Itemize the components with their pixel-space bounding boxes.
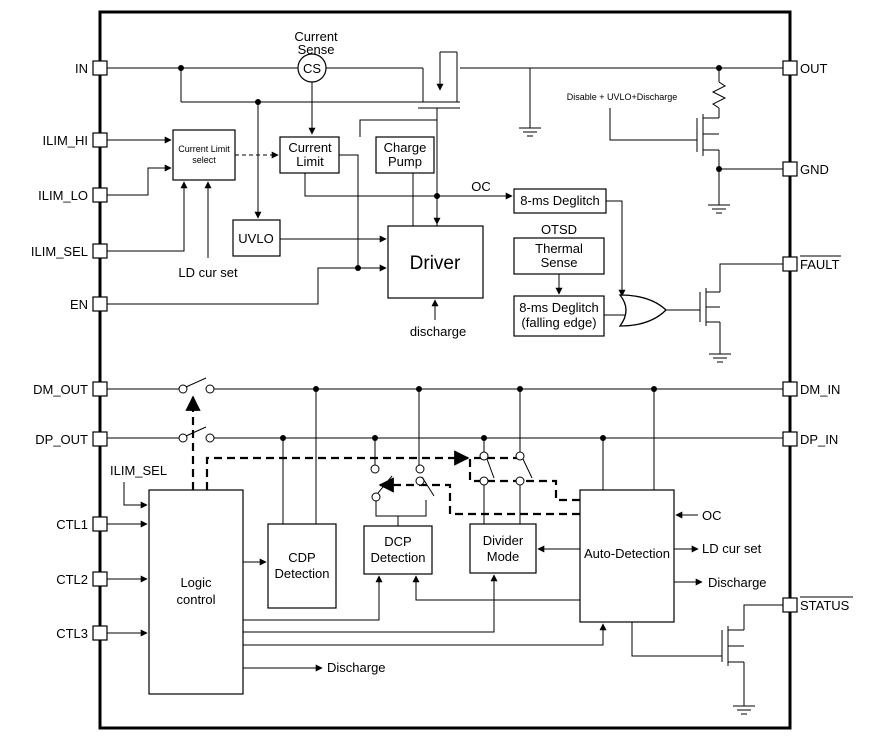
thermal-sense-label: Thermal (535, 241, 583, 256)
disable-uvlo-discharge-label: Disable + UVLO+Discharge (567, 92, 678, 102)
current-limit-select-label: Current Limit (178, 144, 230, 154)
logic-control-block (148, 489, 244, 695)
cdp-detection-block (267, 523, 337, 609)
driver-label: Driver (410, 253, 461, 274)
pin-ctl2-label: CTL2 (56, 572, 88, 587)
divider-mode-label-2: Mode (487, 549, 520, 564)
current-limit-label-2: Limit (296, 154, 324, 169)
pin-dm-in-label: DM_IN (800, 382, 840, 397)
charge-pump-label: Charge (384, 140, 427, 155)
auto-detection-label: Auto-Detection (584, 546, 670, 561)
deglitch-falling-label: 8-ms Deglitch (519, 300, 598, 315)
driver-block (387, 225, 484, 299)
pin-ctl3 (92, 625, 108, 641)
pin-out-label: OUT (800, 61, 828, 76)
pin-ctl1-label: CTL1 (56, 517, 88, 532)
pin-ilim-sel (92, 243, 108, 259)
thermal-sense-label-2: Sense (541, 255, 578, 270)
auto-detection-block (579, 489, 675, 623)
pin-ilim-lo (92, 187, 108, 203)
ilim-sel-internal-label: ILIM_SEL (110, 463, 167, 478)
pin-out (782, 60, 798, 76)
pin-in (92, 60, 108, 76)
pin-gnd (782, 161, 798, 177)
divider-mode-block (469, 523, 537, 574)
logic-control-label: Logic (180, 575, 212, 590)
uvlo-block (232, 219, 281, 257)
otsd-label: OTSD (541, 222, 577, 237)
discharge-auto-label: Discharge (708, 575, 767, 590)
pin-gnd-label: GND (800, 162, 829, 177)
pin-ilim-hi-label: ILIM_HI (42, 133, 88, 148)
charge-pump-block (375, 136, 435, 174)
ld-cur-set-left-label: LD cur set (178, 265, 238, 280)
pin-fault-label: FAULT (800, 257, 840, 272)
deglitch-falling-block (513, 295, 605, 337)
pin-dp-out (92, 431, 108, 447)
deglitch-falling-label-2: (falling edge) (521, 315, 596, 330)
pin-ilim-hi (92, 132, 108, 148)
pin-en (92, 296, 108, 312)
or-gate (618, 294, 667, 327)
uvlo-label: UVLO (238, 231, 273, 246)
divider-mode-label: Divider (483, 533, 524, 548)
current-limit-block (279, 136, 340, 174)
pin-fault (782, 256, 798, 272)
pin-status (782, 597, 798, 613)
discharge-driver-label: discharge (410, 324, 466, 339)
current-limit-select-label-2: select (192, 155, 216, 165)
current-sense-label-2: Sense (298, 42, 335, 57)
cdp-detection-label: CDP (288, 550, 315, 565)
oc-auto-label: OC (702, 508, 722, 523)
pin-en-label: EN (70, 297, 88, 312)
cs-label: CS (303, 61, 321, 76)
dcp-detection-label-2: Detection (371, 550, 426, 565)
chip-outline (98, 10, 792, 730)
pin-ilim-sel-label: ILIM_SEL (31, 244, 88, 259)
dcp-detection-label: DCP (384, 534, 411, 549)
pin-dp-out-label: DP_OUT (35, 432, 88, 447)
pin-status-label: STATUS (800, 598, 850, 613)
pin-dm-out (92, 381, 108, 397)
pin-dm-out-label: DM_OUT (33, 382, 88, 397)
current-limit-select-block (172, 129, 236, 181)
discharge-logic-label: Discharge (327, 660, 386, 675)
current-limit-label: Current (288, 140, 332, 155)
deglitch-oc-label: 8-ms Deglitch (520, 193, 599, 208)
pin-ctl2 (92, 571, 108, 587)
cdp-detection-label-2: Detection (275, 566, 330, 581)
logic-control-label-2: control (176, 592, 215, 607)
pin-dm-in (782, 381, 798, 397)
ld-cur-set-auto-label: LD cur set (702, 541, 762, 556)
charge-pump-label-2: Pump (388, 154, 422, 169)
thermal-sense-block (513, 237, 605, 275)
pin-in-label: IN (75, 61, 88, 76)
current-sense-label: Current (294, 29, 338, 44)
pin-dp-in (782, 431, 798, 447)
pin-ctl1 (92, 516, 108, 532)
pin-dp-in-label: DP_IN (800, 432, 838, 447)
pin-ctl3-label: CTL3 (56, 626, 88, 641)
oc-driver-label: OC (471, 179, 491, 194)
pin-ilim-lo-label: ILIM_LO (38, 188, 88, 203)
